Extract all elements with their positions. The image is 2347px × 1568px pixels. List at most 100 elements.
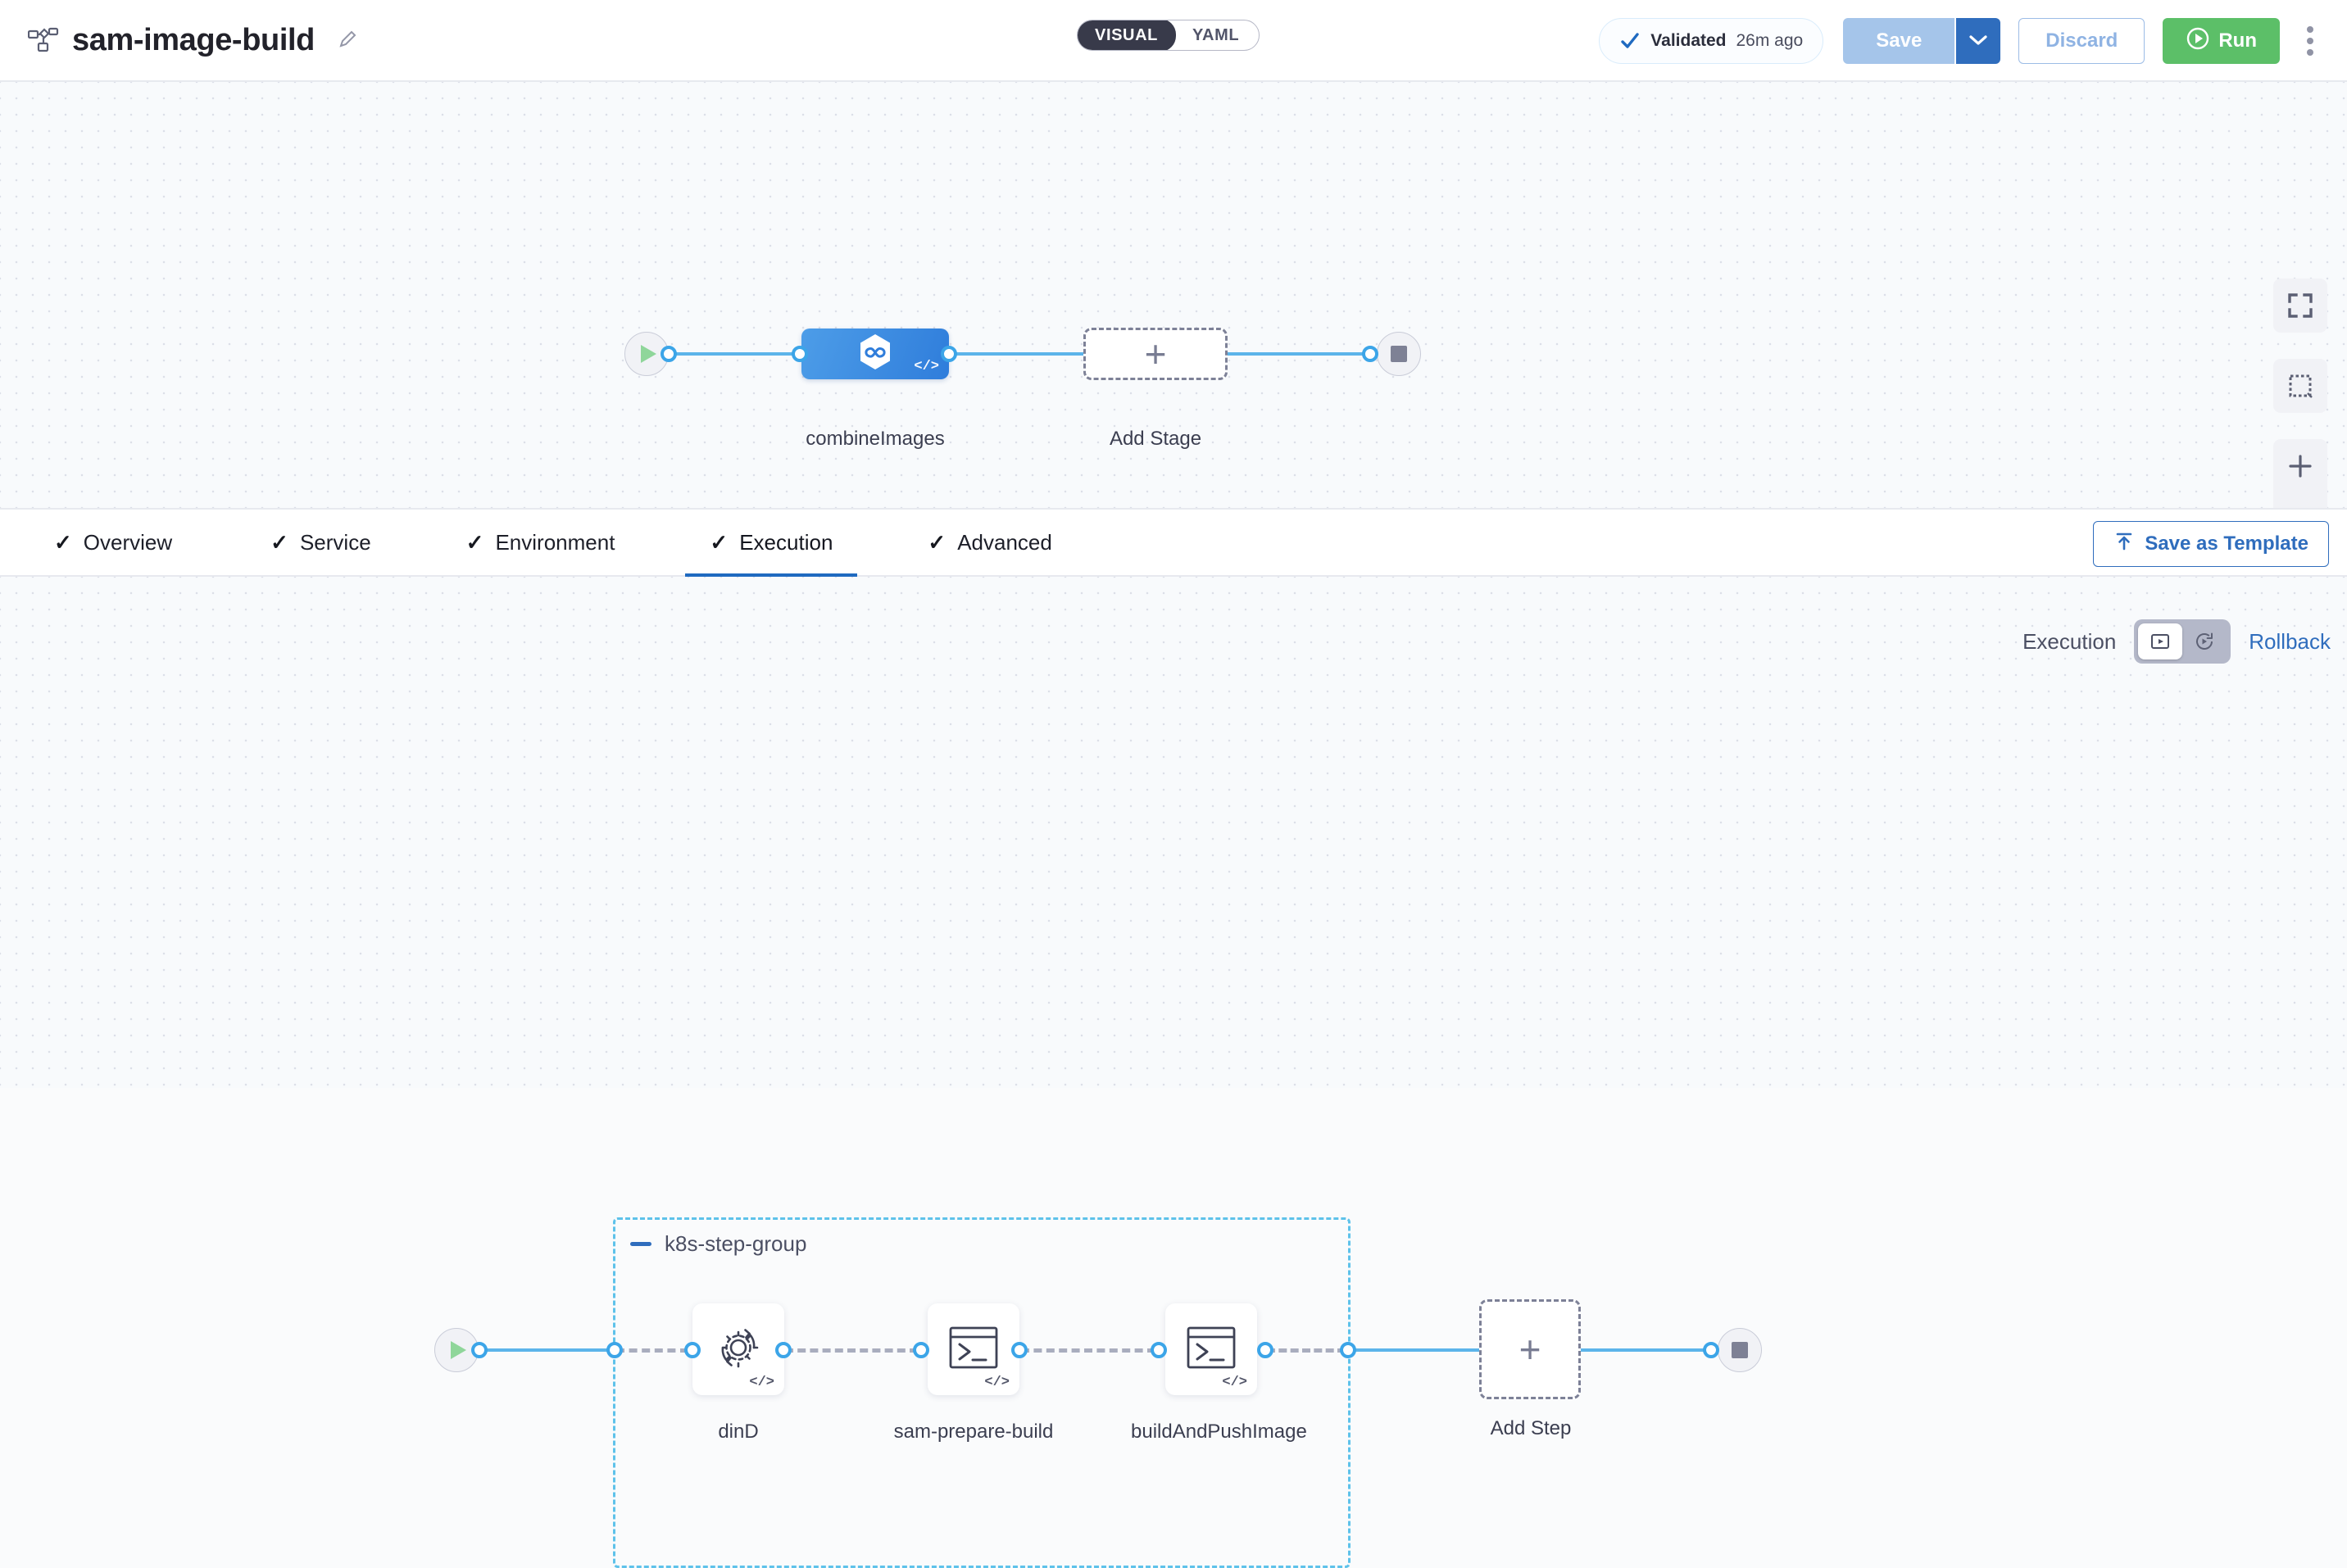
dind-output-port[interactable] — [775, 1342, 792, 1358]
tab-advanced[interactable]: ✓ Advanced — [903, 508, 1076, 577]
step-group-title: k8s-step-group — [665, 1231, 807, 1256]
save-as-template-button[interactable]: Save as Template — [2093, 521, 2329, 567]
tab-overview[interactable]: ✓ Overview — [30, 508, 197, 577]
pipeline-graph-icon — [28, 27, 59, 53]
build-output-port[interactable] — [1257, 1342, 1273, 1358]
tab-service[interactable]: ✓ Service — [246, 508, 396, 577]
header-actions: Validated 26m ago Save Discard Run — [1599, 0, 2329, 82]
check-icon: ✓ — [54, 529, 72, 555]
step-caption-buildandpushimage: buildAndPushImage — [1131, 1421, 1307, 1443]
toggle-yaml[interactable]: YAML — [1192, 25, 1240, 44]
step-group-header[interactable]: k8s-step-group — [630, 1231, 806, 1257]
add-stage-button[interactable]: + — [1083, 328, 1228, 380]
stage-caption: combineImages — [806, 428, 945, 450]
tab-label: Overview — [83, 529, 173, 555]
play-circle-icon — [2186, 26, 2210, 57]
link-start-to-group — [479, 1348, 615, 1352]
link-dind-to-prepare — [785, 1348, 918, 1353]
link-build-to-groupexit — [1267, 1348, 1346, 1353]
link-prepare-to-build — [1021, 1348, 1155, 1353]
link-start-to-stage — [669, 352, 800, 356]
plus-icon: + — [1519, 1328, 1541, 1371]
build-input-port[interactable] — [1151, 1342, 1167, 1358]
prepare-input-port[interactable] — [913, 1342, 929, 1358]
link-group-to-dind — [616, 1348, 688, 1353]
save-as-template-label: Save as Template — [2145, 532, 2308, 555]
link-addstage-to-end — [1228, 352, 1377, 356]
play-icon — [451, 1341, 466, 1359]
group-exit-port[interactable] — [1340, 1342, 1356, 1358]
check-icon: ✓ — [465, 529, 484, 555]
pencil-icon[interactable] — [328, 29, 357, 51]
group-entry-port[interactable] — [606, 1342, 623, 1358]
exec-end-input-port[interactable] — [1703, 1342, 1719, 1358]
link-group-to-addstep — [1348, 1348, 1479, 1352]
tab-label: Service — [299, 529, 371, 555]
step-caption-dind: dinD — [718, 1421, 759, 1443]
stage-code-badge: </> — [914, 359, 939, 374]
section-tabbar: ✓ Overview ✓ Service ✓ Environment ✓ Exe… — [0, 508, 2347, 578]
gear-sync-icon — [710, 1320, 766, 1380]
rollback-button[interactable]: Rollback — [2249, 628, 2331, 654]
add-stage-caption: Add Stage — [1109, 428, 1202, 450]
run-button[interactable]: Run — [2163, 18, 2280, 64]
dind-code-badge: </> — [749, 1375, 774, 1390]
add-step-caption: Add Step — [1490, 1417, 1572, 1439]
step-node-buildandpushimage[interactable]: </> — [1165, 1303, 1257, 1395]
stage-canvas[interactable]: </> combineImages + Add Stage — [0, 82, 2347, 547]
tab-execution[interactable]: ✓ Execution — [685, 508, 858, 578]
tab-label: Advanced — [957, 529, 1052, 555]
rollback-circular-arrow-icon — [2182, 623, 2227, 659]
header-left: sam-image-build — [0, 23, 357, 58]
link-addstep-to-end — [1581, 1348, 1712, 1352]
play-icon — [641, 345, 656, 363]
chevron-down-icon — [1968, 34, 1989, 49]
tab-environment[interactable]: ✓ Environment — [442, 508, 640, 577]
save-dropdown-button[interactable] — [1954, 18, 2001, 64]
dind-input-port[interactable] — [684, 1342, 701, 1358]
build-code-badge: </> — [1222, 1375, 1247, 1390]
step-node-dind[interactable]: </> — [692, 1303, 784, 1395]
minus-icon[interactable] — [630, 1242, 651, 1246]
start-output-port[interactable] — [661, 346, 677, 362]
prepare-output-port[interactable] — [1011, 1342, 1028, 1358]
pipeline-end-node[interactable] — [1377, 332, 1421, 376]
page-title: sam-image-build — [72, 22, 315, 57]
discard-button[interactable]: Discard — [2018, 18, 2145, 64]
selection-box-icon[interactable] — [2273, 359, 2327, 413]
app-header: sam-image-build VISUAL YAML Validated 26… — [0, 0, 2347, 82]
canvas-tools — [2273, 279, 2327, 547]
shell-terminal-icon — [948, 1326, 999, 1374]
execution-rollback-toggle[interactable] — [2134, 619, 2231, 664]
stage-input-port[interactable] — [792, 346, 808, 362]
stage-node-combineimages[interactable]: </> — [801, 329, 949, 379]
kebab-menu-icon[interactable] — [2291, 18, 2329, 64]
stage-output-port[interactable] — [941, 346, 957, 362]
fit-to-screen-icon[interactable] — [2273, 279, 2327, 333]
link-stage-to-addstage — [949, 352, 1083, 356]
step-caption-sam-prepare-build: sam-prepare-build — [893, 1421, 1054, 1443]
execution-label: Execution — [2022, 628, 2117, 654]
zoom-in-icon[interactable] — [2273, 439, 2327, 493]
run-label: Run — [2218, 29, 2257, 52]
end-input-port[interactable] — [1362, 346, 1378, 362]
check-icon: ✓ — [928, 529, 947, 555]
exec-start-output-port[interactable] — [471, 1342, 488, 1358]
check-icon — [1619, 30, 1641, 52]
infinity-hexagon-icon — [854, 331, 897, 378]
view-mode-toggle[interactable]: VISUAL YAML — [1077, 20, 1260, 51]
execution-end-node[interactable] — [1718, 1328, 1762, 1372]
toggle-visual[interactable]: VISUAL — [1078, 20, 1176, 50]
prepare-code-badge: </> — [984, 1375, 1010, 1390]
tab-label: Execution — [739, 529, 833, 555]
add-step-button[interactable]: + — [1479, 1299, 1581, 1399]
step-node-sam-prepare-build[interactable]: </> — [928, 1303, 1019, 1395]
save-button[interactable]: Save — [1843, 18, 1955, 64]
execution-play-box-icon — [2138, 623, 2183, 659]
check-icon: ✓ — [710, 529, 729, 555]
check-icon: ✓ — [270, 529, 288, 555]
execution-rollback-controls: Execution Rollback — [2022, 619, 2331, 664]
execution-canvas[interactable]: Execution Rollback — [0, 577, 2347, 1568]
stop-icon — [1391, 346, 1407, 362]
status-badge: Validated 26m ago — [1599, 18, 1824, 64]
